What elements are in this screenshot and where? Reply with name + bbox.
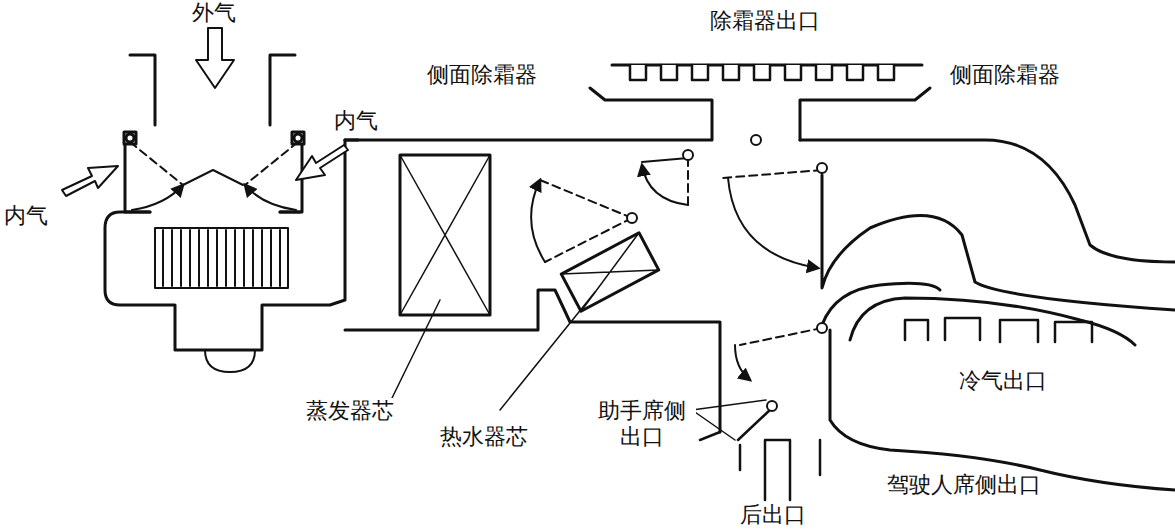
- fan-blade: [162, 230, 164, 286]
- inlet-wall: [270, 55, 295, 125]
- damper-position: [687, 158, 689, 205]
- air-flow-arrow: [62, 166, 118, 196]
- damper-pivot: [751, 135, 761, 145]
- outlet-label: 驾驶人席侧出口: [885, 472, 1043, 498]
- fan-blade: [180, 230, 182, 286]
- defroster-slot: [692, 65, 708, 80]
- damper-pivot: [294, 134, 302, 142]
- defroster-slot: [785, 65, 801, 80]
- outlet-label: 除霜器出口: [708, 8, 822, 34]
- leader-line: [500, 292, 595, 410]
- defroster-slot: [847, 65, 863, 80]
- fan-blade: [261, 230, 263, 286]
- intake-box: [125, 142, 150, 212]
- damper-swing: [531, 180, 545, 262]
- fan-blades: [163, 230, 280, 286]
- duct-wall: [700, 432, 720, 440]
- defroster-slots: [630, 65, 894, 80]
- damper-pivot: [126, 134, 134, 142]
- damper-pivot: [817, 163, 827, 173]
- leader-line: [692, 400, 766, 440]
- damper-position: [540, 180, 632, 262]
- evaporator-core: [400, 155, 490, 315]
- duct-wall: [345, 88, 712, 140]
- blower-housing: [280, 211, 300, 214]
- heater-core: [561, 233, 658, 311]
- rear-outlet: [740, 440, 820, 500]
- damper-pivot: [817, 323, 827, 333]
- damper-position: [245, 142, 298, 185]
- damper-position: [740, 328, 822, 345]
- vent-outlets: [850, 298, 1135, 345]
- damper-swing: [132, 185, 183, 210]
- part-label: 蒸发器芯: [304, 398, 396, 424]
- fan-blade: [225, 230, 227, 286]
- outlet-label: 助手席侧 出口: [588, 398, 696, 451]
- fan-blade: [189, 230, 191, 286]
- fan-blade: [234, 230, 236, 286]
- duct-wall: [830, 330, 1175, 490]
- fan-blade: [207, 230, 209, 286]
- defroster-slot: [816, 65, 832, 80]
- defroster-slot: [754, 65, 770, 80]
- fan-blade: [252, 230, 254, 286]
- damper-swing: [642, 165, 688, 205]
- damper-swing: [735, 345, 750, 380]
- part-label: 侧面除霜器: [425, 62, 539, 88]
- outlet-label: 冷气出口: [957, 368, 1049, 394]
- outlet-label: 后出口: [738, 502, 808, 528]
- defroster-slot: [661, 65, 677, 80]
- fan-blade: [270, 230, 272, 286]
- damper: [183, 170, 243, 185]
- fan-blade: [279, 230, 281, 286]
- defroster-slot: [878, 65, 894, 80]
- fan-blade: [243, 230, 245, 286]
- fan-blade: [198, 230, 200, 286]
- defroster-slot: [723, 65, 739, 80]
- fan-blade: [171, 230, 173, 286]
- air-source-label: 内气: [2, 203, 50, 229]
- evaporator-core: [400, 155, 490, 315]
- air-flow-arrow: [196, 28, 234, 88]
- damper-position: [722, 170, 822, 270]
- blower-fan: [155, 228, 288, 288]
- damper-pivot: [627, 213, 637, 223]
- leader-line: [392, 300, 440, 398]
- air-flow-arrow: [296, 145, 348, 180]
- duct-wall: [800, 140, 1175, 262]
- air-source-label: 外气: [190, 0, 238, 26]
- damper-position: [642, 158, 688, 162]
- inlet-wall: [130, 55, 155, 125]
- damper-position: [130, 142, 183, 185]
- damper-pivot: [683, 150, 693, 160]
- air-source-label: 内气: [332, 108, 380, 134]
- vent-outlets: [905, 318, 1092, 342]
- duct-wall: [800, 88, 930, 140]
- fan-blade: [216, 230, 218, 286]
- part-label: 侧面除霜器: [948, 62, 1062, 88]
- part-label: 热水器芯: [438, 424, 530, 450]
- damper-swing: [728, 178, 818, 268]
- damper: [738, 408, 772, 440]
- damper-swing: [245, 185, 296, 210]
- defroster-slot: [630, 65, 646, 80]
- blower-motor: [205, 350, 255, 372]
- damper-pivot: [767, 401, 777, 411]
- duct-wall: [822, 175, 1175, 310]
